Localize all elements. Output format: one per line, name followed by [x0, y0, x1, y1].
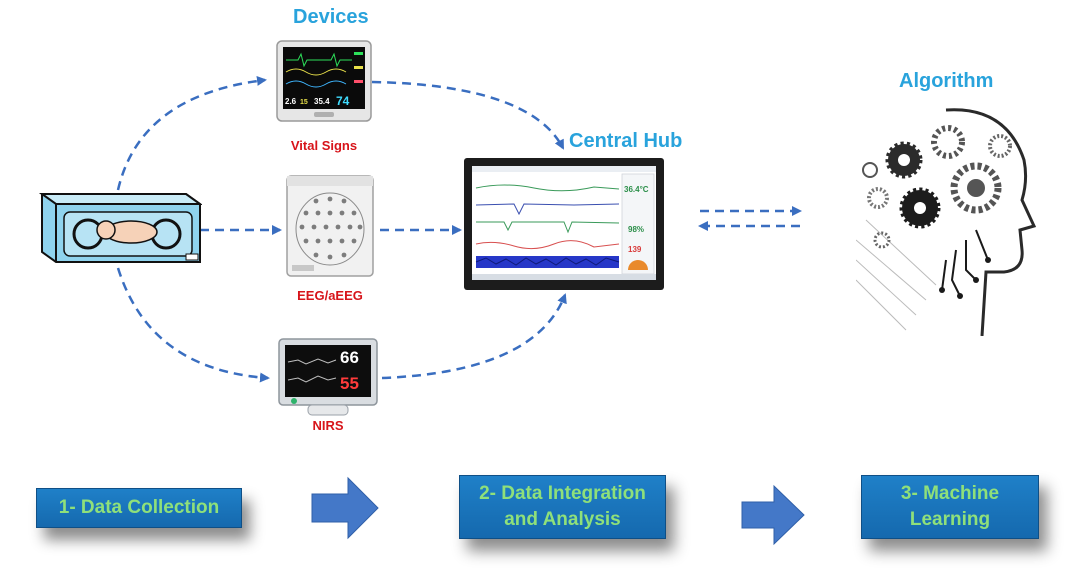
connector-nirs-to-hub [381, 293, 567, 380]
eeg-device-icon [286, 175, 374, 277]
vitals-readout-2: 15 [300, 99, 308, 106]
stage-1-box: 1- Data Collection [36, 488, 242, 528]
vitals-readout-3: 35.4 [314, 97, 330, 106]
algorithm-head-icon [856, 108, 1037, 336]
stage-3-label-line2: Learning [909, 509, 991, 530]
vitals-readout-1: 2.6 [285, 97, 297, 106]
circuit-lines [856, 219, 937, 331]
central-hub-monitor-icon: 36.4°C 98% 139 [464, 158, 664, 290]
stage-2-box: 2- Data Integration and Analysis [459, 475, 666, 539]
devices-heading: Devices [293, 6, 369, 28]
eeg-label: EEG/aEEG [297, 288, 363, 303]
stage-2-label-line2: and Analysis [504, 509, 621, 530]
connector-incubator-to-vitals [116, 75, 267, 191]
nirs-readout-1: 66 [340, 348, 359, 367]
vital-signs-monitor-icon: 2.6 15 35.4 74 [276, 40, 372, 122]
vital-signs-label: Vital Signs [290, 138, 358, 153]
stage-1-label: 1- Data Collection [58, 497, 220, 518]
stage-arrow-2-icon [741, 484, 805, 546]
stage-3-box: 3- Machine Learning [861, 475, 1039, 539]
stage-3-label-line1: 3- Machine [900, 483, 1000, 504]
central-hub-heading: Central Hub [569, 130, 683, 152]
connector-incubator-to-nirs [116, 267, 270, 383]
algorithm-heading: Algorithm [899, 70, 994, 92]
eeg-electrode-grid [299, 196, 363, 260]
circuit-traces [941, 229, 989, 297]
connector-vitals-to-hub [371, 80, 565, 150]
vitals-readout-4: 74 [336, 94, 350, 108]
hub-readout-temp: 36.4°C [624, 185, 649, 194]
hub-readout-hr: 139 [628, 245, 642, 254]
stage-arrow-1-icon [311, 476, 379, 540]
nirs-label: NIRS [312, 418, 344, 433]
stage-2-label-line1: 2- Data Integration [479, 483, 646, 504]
hub-readout-spo2: 98% [628, 225, 644, 234]
incubator-icon [38, 193, 202, 263]
nirs-monitor-icon: 66 55 [278, 338, 378, 416]
nirs-readout-2: 55 [340, 374, 359, 393]
